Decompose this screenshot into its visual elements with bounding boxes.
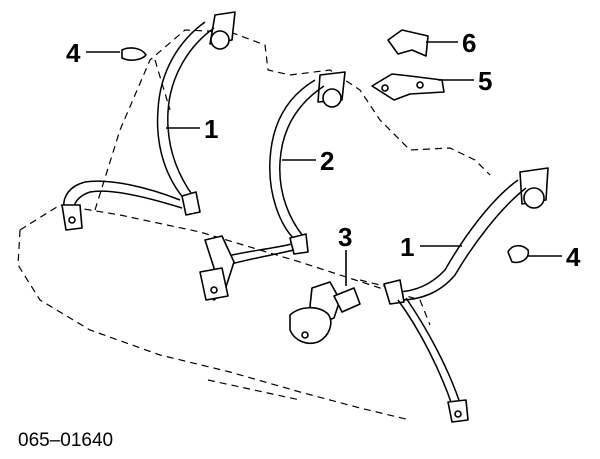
diagram-code: 065–01640 (18, 430, 113, 451)
callout-cover: 6 (462, 28, 476, 58)
callout-bracket: 5 (478, 66, 492, 96)
left-seat-belt-assembly (61, 11, 236, 231)
rear-seat-outline (17, 29, 491, 421)
center-seat-belt-assembly (199, 71, 346, 301)
bracket-part (371, 73, 445, 101)
left-belt-guide (121, 47, 147, 61)
right-belt-guide (507, 244, 530, 264)
callout-right-belt: 1 (400, 232, 414, 262)
right-seat-belt-assembly (383, 167, 549, 423)
callout-left-belt: 1 (204, 114, 218, 144)
callout-right-guide: 4 (566, 242, 581, 272)
callout-center-belt: 2 (320, 146, 334, 176)
callout-left-guide: 4 (66, 38, 81, 68)
center-buckle-assembly (289, 281, 361, 345)
callout-buckle: 3 (338, 222, 352, 252)
cover-part (387, 29, 429, 57)
